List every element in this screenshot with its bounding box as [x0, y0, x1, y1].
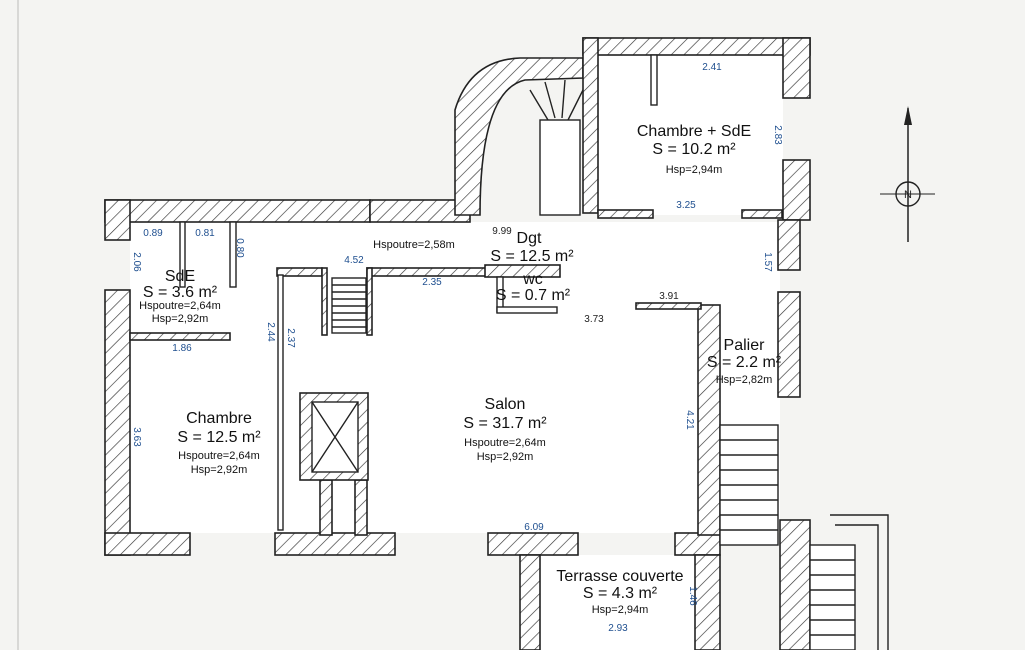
room-hspoutre: Hspoutre=2,64m — [464, 437, 546, 449]
walls — [104, 37, 811, 650]
dim-label: 1.57 — [762, 252, 773, 272]
room-area: S = 3.6 m² — [143, 284, 218, 301]
room-name: Palier — [724, 337, 766, 354]
dim-label: 2.06 — [131, 252, 142, 272]
dim-label: 3.63 — [131, 427, 142, 447]
elevator-shaft — [299, 392, 369, 481]
room-hsp: Hsp=2,94m — [666, 164, 723, 176]
room-hsp: Hsp=2,92m — [152, 313, 209, 325]
room-salon: Salon S = 31.7 m² Hspoutre=2,64m Hsp=2,9… — [463, 396, 547, 463]
room-area: S = 0.7 m² — [496, 287, 571, 304]
dim-label: 4.52 — [344, 255, 364, 266]
dim-label: 2.35 — [422, 277, 442, 288]
dim-label: 9.99 — [492, 226, 512, 237]
room-area: S = 12.5 m² — [490, 248, 574, 265]
dim-label: 6.09 — [524, 522, 544, 533]
room-name: Dgt — [517, 230, 542, 247]
room-chambre-sde: Chambre + SdE S = 10.2 m² Hsp=2,94m — [637, 123, 751, 176]
dim-label: 3.25 — [676, 200, 696, 211]
staircase-right — [719, 424, 889, 650]
dimensions: 2.41 2.83 3.25 1.57 3.91 3.73 9.99 4.52 … — [131, 62, 783, 634]
dim-label: 2.93 — [608, 623, 628, 634]
dim-label: 0.80 — [234, 238, 245, 258]
dim-label: 2.41 — [702, 62, 722, 73]
room-wc: wc S = 0.7 m² — [496, 271, 571, 304]
room-palier: Palier S = 2.2 m² Hsp=2,82m — [707, 337, 782, 386]
dim-label: 1.86 — [172, 343, 192, 354]
room-hspoutre: Hspoutre=2,64m — [139, 300, 221, 312]
room-area: S = 4.3 m² — [583, 585, 658, 602]
room-hsp: Hsp=2,92m — [477, 451, 534, 463]
room-hspoutre: Hspoutre=2,58m — [373, 239, 455, 251]
room-name: wc — [522, 271, 543, 288]
dim-label: 1.46 — [687, 586, 698, 606]
room-name: SdE — [165, 268, 195, 285]
room-hsp: Hsp=2,92m — [191, 464, 248, 476]
compass-north-label: N — [904, 189, 912, 201]
room-area: S = 31.7 m² — [463, 415, 547, 432]
room-hsp: Hsp=2,94m — [592, 604, 649, 616]
dim-label: 2.83 — [772, 125, 783, 145]
room-area: S = 2.2 m² — [707, 354, 782, 371]
spiral-staircase — [529, 79, 584, 216]
room-hspoutre: Hspoutre=2,64m — [178, 450, 260, 462]
room-hsp: Hsp=2,82m — [716, 374, 773, 386]
room-terrasse: Terrasse couverte S = 4.3 m² Hsp=2,94m — [556, 568, 683, 616]
dim-label: 4.21 — [684, 410, 695, 430]
room-name: Chambre — [186, 410, 252, 427]
room-name: Salon — [485, 396, 526, 413]
dim-label: 3.73 — [584, 314, 604, 325]
dim-label: 2.37 — [285, 328, 296, 348]
room-name: Terrasse couverte — [556, 568, 683, 585]
dim-label: 3.91 — [659, 291, 679, 302]
dim-label: 0.81 — [195, 228, 215, 239]
room-name: Chambre + SdE — [637, 123, 751, 140]
room-area: S = 10.2 m² — [652, 141, 736, 158]
room-area: S = 12.5 m² — [177, 429, 261, 446]
compass: N — [880, 106, 935, 242]
room-sde: SdE S = 3.6 m² Hspoutre=2,64m Hsp=2,92m — [139, 268, 221, 325]
room-chambre: Chambre S = 12.5 m² Hspoutre=2,64m Hsp=2… — [177, 410, 261, 476]
room-dgt: Dgt S = 12.5 m² Hspoutre=2,58m — [373, 230, 574, 265]
dim-label: 2.44 — [265, 322, 276, 342]
staircase-left — [331, 277, 367, 334]
dim-label: 0.89 — [143, 228, 163, 239]
